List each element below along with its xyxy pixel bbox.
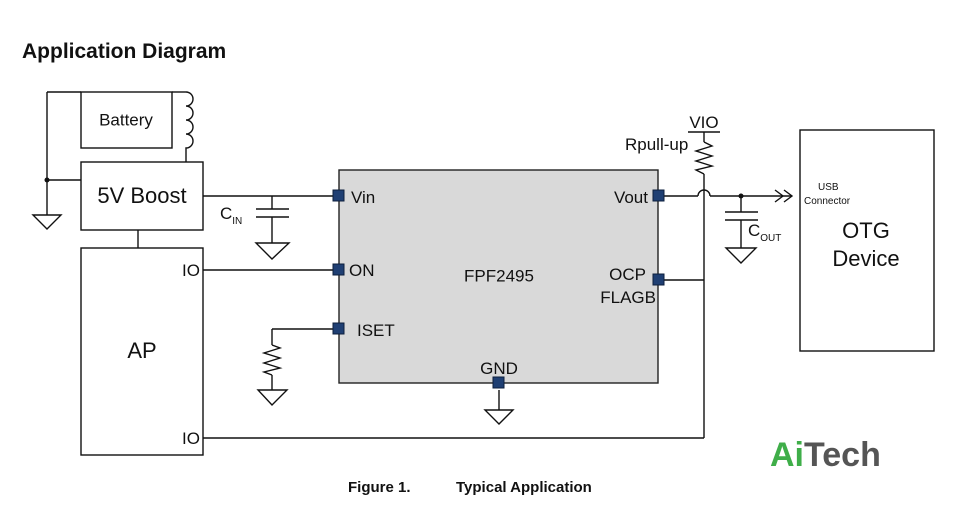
cin-capacitor: [256, 208, 289, 218]
iset-pin-label: ISET: [357, 321, 395, 340]
otg-device-block: [799, 129, 935, 352]
rpullup-label: Rpull-up: [625, 135, 688, 154]
ap-io-bottom-label: IO: [182, 429, 200, 448]
boost-block: [80, 161, 204, 231]
chip-label: FPF2495: [464, 266, 534, 285]
junction-dots: [44, 177, 744, 199]
battery-label: Battery: [99, 110, 153, 129]
ground-symbol-left: [31, 214, 63, 230]
vin-pin-label: Vin: [351, 188, 375, 207]
usb-label: USB: [818, 182, 839, 193]
ground-symbol-chip: [483, 409, 515, 425]
gnd-pin: [492, 376, 505, 389]
pullup-resistor: [693, 141, 715, 175]
figure-number: Figure 1.: [348, 479, 411, 496]
ap-label: AP: [127, 338, 156, 363]
cout-label: COUT: [748, 221, 781, 244]
vio-label: VIO: [689, 113, 718, 132]
wires: [46, 91, 792, 439]
diagram-title: Application Diagram: [22, 40, 226, 63]
iset-resistor: [261, 344, 283, 376]
cout-capacitor: [725, 211, 758, 221]
ground-symbol-cout: [724, 247, 758, 264]
fpf2495-chip: [338, 169, 659, 384]
cin-label: CIN: [220, 204, 242, 227]
ground-symbol-iset: [256, 389, 289, 407]
vout-pin-label: Vout: [614, 188, 648, 207]
ground-symbol-cin: [254, 242, 291, 260]
gnd-pin-label: GND: [480, 359, 518, 378]
flagb-pin-label: FLAGB: [600, 288, 656, 307]
device-label: Device: [832, 246, 899, 271]
battery-block: [80, 91, 173, 149]
vin-pin: [332, 189, 345, 202]
iset-pin: [332, 322, 345, 335]
vout-pin: [652, 189, 665, 202]
otg-label: OTG: [842, 218, 890, 243]
ocp-flagb-pin: [652, 273, 665, 286]
boost-label: 5V Boost: [97, 183, 186, 208]
aitech-watermark: AiTech: [770, 436, 881, 474]
usb-connector-chevron-icon: [774, 189, 794, 203]
ocp-pin-label: OCP: [609, 265, 646, 284]
ap-io-top-label: IO: [182, 261, 200, 280]
ap-block: [80, 247, 204, 456]
on-pin: [332, 263, 345, 276]
on-pin-label: ON: [349, 261, 375, 280]
inductor-symbol: [185, 91, 194, 150]
figure-caption: Typical Application: [456, 479, 592, 496]
connector-label: Connector: [804, 196, 851, 207]
